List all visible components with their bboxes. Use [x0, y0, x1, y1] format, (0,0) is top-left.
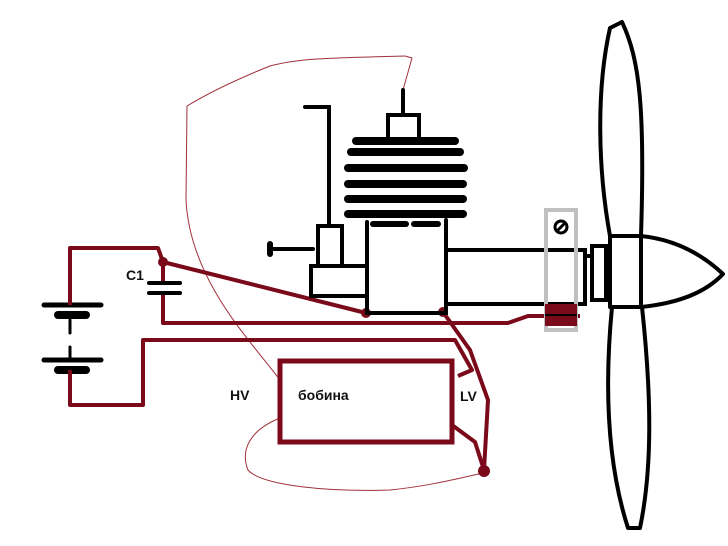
spinner [640, 234, 725, 309]
lv-label: LV [460, 388, 477, 404]
crankshaft-housing [444, 248, 587, 306]
sensor-frame [544, 208, 578, 332]
fuel-needle [303, 105, 331, 228]
screw-icon [553, 219, 569, 235]
cooling-fins [344, 137, 468, 218]
crankcase [365, 218, 448, 315]
hv-wire [185, 55, 406, 381]
ignition-coil [277, 358, 455, 445]
engine [267, 88, 608, 315]
propeller [598, 20, 725, 530]
hv-wire-top [402, 55, 413, 91]
hv-wire-lower [244, 417, 484, 491]
prop-hub [608, 234, 643, 309]
hv-label: HV [230, 387, 250, 403]
battery [41, 302, 104, 374]
capacitor-c1 [147, 281, 182, 295]
capacitor-label: C1 [126, 267, 144, 283]
coil-label: бобина [298, 387, 349, 403]
carburetor [316, 224, 344, 268]
glow-plug [386, 113, 421, 142]
